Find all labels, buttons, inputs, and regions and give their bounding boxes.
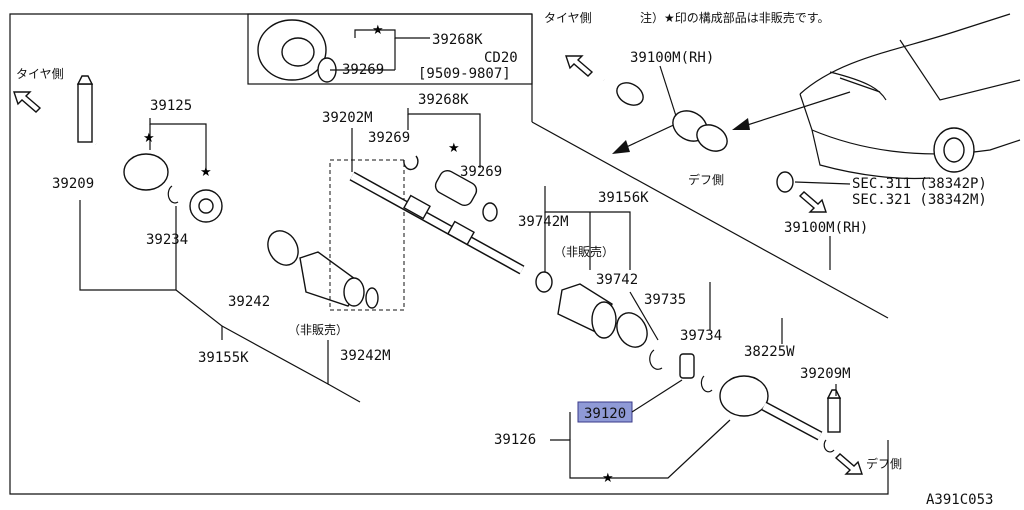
drive-shaft	[349, 171, 525, 275]
vehicle-sketch	[799, 13, 1021, 180]
tire-side-label-left: タイヤ側	[16, 67, 64, 81]
inset-boot-icon	[257, 19, 337, 83]
arrow-sec-icon	[798, 191, 827, 213]
label-39125: 39125	[150, 98, 192, 114]
label-39742M: 39742M	[518, 214, 569, 230]
shaft-assembly-top	[603, 78, 794, 193]
diff-side-label-bottom: デフ側	[866, 456, 902, 471]
not-for-sale-right: （非販売）	[554, 244, 614, 259]
label-39156K: 39156K	[598, 190, 649, 206]
svg-text:★: ★	[200, 165, 212, 180]
arrow-tire-side-top-icon	[565, 55, 594, 77]
frame-diagonal	[531, 121, 889, 319]
label-39242M: 39242M	[340, 348, 391, 364]
diff-side-label-top: デフ側	[688, 172, 724, 187]
label-39734: 39734	[680, 328, 722, 344]
inset-box	[247, 13, 533, 85]
label-39234: 39234	[146, 232, 188, 248]
label-39735: 39735	[644, 292, 686, 308]
svg-text:★: ★	[448, 141, 460, 156]
outer-boot-group	[267, 230, 379, 309]
diagram-frame	[9, 13, 889, 495]
label-39268K-inset: 39268K	[432, 32, 483, 48]
label-39209-left: 39209	[52, 176, 94, 192]
inner-boot-kit	[403, 155, 498, 222]
inset-model: CD20	[484, 50, 518, 66]
label-38225W: 38225W	[744, 344, 795, 360]
label-39100M-right: 39100M(RH)	[784, 220, 868, 236]
not-for-sale-left: （非販売）	[288, 322, 348, 337]
label-sec311: SEC.311 (38342P)	[852, 176, 987, 192]
arrow-tire-side-left-icon	[13, 91, 42, 113]
label-39126: 39126	[494, 432, 536, 448]
label-39269-inset: 39269	[342, 62, 384, 78]
label-39268K-mid: 39268K	[418, 92, 469, 108]
label-39742: 39742	[596, 272, 638, 288]
svg-text:★: ★	[143, 131, 155, 146]
label-39242: 39242	[228, 294, 270, 310]
outer-joint-group	[76, 75, 223, 223]
label-39120[interactable]: 39120	[584, 406, 626, 422]
label-39269-a: 39269	[368, 130, 410, 146]
label-39202M: 39202M	[322, 110, 373, 126]
inner-joint-group	[535, 271, 842, 453]
label-39155K: 39155K	[198, 350, 249, 366]
label-39100M-top: 39100M(RH)	[630, 50, 714, 66]
label-39209M: 39209M	[800, 366, 851, 382]
bottom-star: ★	[602, 471, 614, 486]
label-39269-b: 39269	[460, 164, 502, 180]
arrow-diff-side-right-icon	[834, 453, 863, 475]
note-text: 注）★印の構成部品は非販売です。	[640, 10, 830, 25]
catalog-code: A391C053	[926, 492, 993, 508]
label-sec321: SEC.321 (38342M)	[852, 192, 987, 208]
tire-side-label-top: タイヤ側	[544, 11, 592, 25]
inset-period: [9509-9807]	[418, 66, 511, 82]
